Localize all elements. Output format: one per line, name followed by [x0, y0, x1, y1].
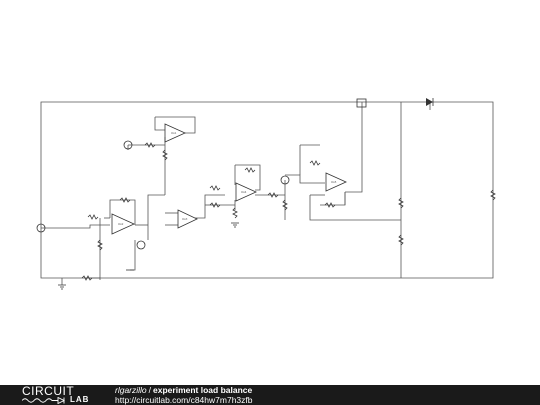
opamp-icon: OA2: [111, 213, 135, 235]
circuit-title[interactable]: experiment load balance: [153, 385, 253, 395]
svg-text:OA3: OA3: [182, 217, 188, 221]
voltage-source-icon: [280, 175, 290, 185]
svg-text:OA5: OA5: [331, 180, 337, 184]
ground-icon: [58, 222, 239, 290]
opamp-icon: OA5: [325, 172, 347, 192]
voltage-source-icon: [123, 140, 133, 150]
circuit-url[interactable]: http://circuitlab.com/c84hw7m7h3zfb: [115, 394, 253, 405]
circuit-meta: rlgarzillo/experiment load balance http:…: [115, 385, 253, 405]
author-link[interactable]: rlgarzillo: [115, 385, 147, 395]
schematic-diagram: OA1 OA2 OA3 OA4 OA5: [36, 98, 496, 290]
footer-bar: CIRCUIT LAB rlgarzillo/experiment load b…: [0, 385, 540, 405]
resistor-icon: [81, 142, 496, 281]
byline-separator: /: [148, 385, 152, 395]
voltage-source-icon: [36, 223, 46, 233]
main-wires: [40, 101, 494, 285]
schematic-canvas[interactable]: OA1 OA2 OA3 OA4 OA5: [0, 0, 540, 385]
logo-wordmark-top: CIRCUIT: [22, 384, 75, 398]
transistor-icon: [356, 98, 367, 108]
svg-text:OA4: OA4: [241, 190, 247, 194]
logo-wordmark-lab: LAB: [70, 395, 90, 404]
circuit-byline: rlgarzillo/experiment load balance: [115, 385, 253, 396]
svg-text:OA1: OA1: [171, 131, 177, 135]
opamp-icon: OA4: [235, 182, 257, 202]
circuitlab-logo[interactable]: CIRCUIT LAB: [22, 385, 96, 405]
opamp-icon: OA1: [164, 123, 186, 143]
opamp-icon: OA3: [177, 209, 198, 229]
diode-icon: [426, 98, 434, 106]
svg-text:OA2: OA2: [118, 222, 124, 226]
voltage-source-icon: [136, 240, 146, 250]
logo-sine-wave-icon: [22, 397, 66, 404]
